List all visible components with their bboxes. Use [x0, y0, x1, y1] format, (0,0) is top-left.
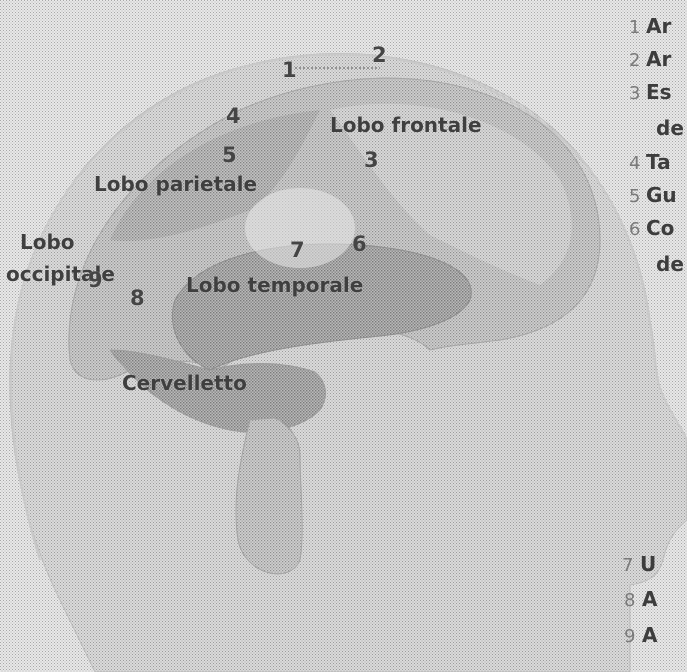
legend-num-2: 2 [629, 50, 640, 71]
marker-4: 4 [226, 104, 241, 128]
legend-text-2: Ar [646, 47, 671, 71]
marker-5: 5 [222, 143, 237, 167]
legend-num-7: 7 [622, 555, 633, 576]
legend-num-3: 3 [629, 83, 640, 104]
cerebellum-label: Cervelletto [122, 371, 247, 395]
frontal-lobe-label: Lobo frontale [330, 113, 482, 137]
occipital-lobe-label-line1: Lobo [20, 230, 75, 254]
legend-text-6: Co [646, 216, 674, 240]
legend-num-8: 8 [624, 590, 635, 611]
legend-text-8: A [642, 587, 657, 611]
marker-8: 8 [130, 286, 145, 310]
legend-text-9: A [642, 623, 657, 647]
parietal-lobe-label: Lobo parietale [94, 172, 257, 196]
marker-1: 1 [282, 58, 297, 82]
legend-text-3: Es [646, 80, 672, 104]
legend-text-6b: de [656, 252, 684, 276]
legend-num-9: 9 [624, 626, 635, 647]
marker-9: 9 [88, 268, 103, 292]
temporal-lobe-label: Lobo temporale [186, 273, 363, 297]
marker-6: 6 [352, 232, 367, 256]
legend-num-6: 6 [629, 219, 640, 240]
legend-text-5: Gu [646, 183, 677, 207]
legend-num-5: 5 [629, 186, 640, 207]
legend-num-4: 4 [629, 153, 640, 174]
brainstem-shape [236, 418, 302, 574]
legend-text-4: Ta [646, 150, 671, 174]
marker-3: 3 [364, 148, 379, 172]
legend-text-7: U [640, 552, 656, 576]
legend-text-1: Ar [646, 14, 671, 38]
legend-num-1: 1 [629, 17, 640, 38]
marker-2: 2 [372, 43, 387, 67]
legend-text-3b: de [656, 116, 684, 140]
marker-7: 7 [290, 238, 305, 262]
